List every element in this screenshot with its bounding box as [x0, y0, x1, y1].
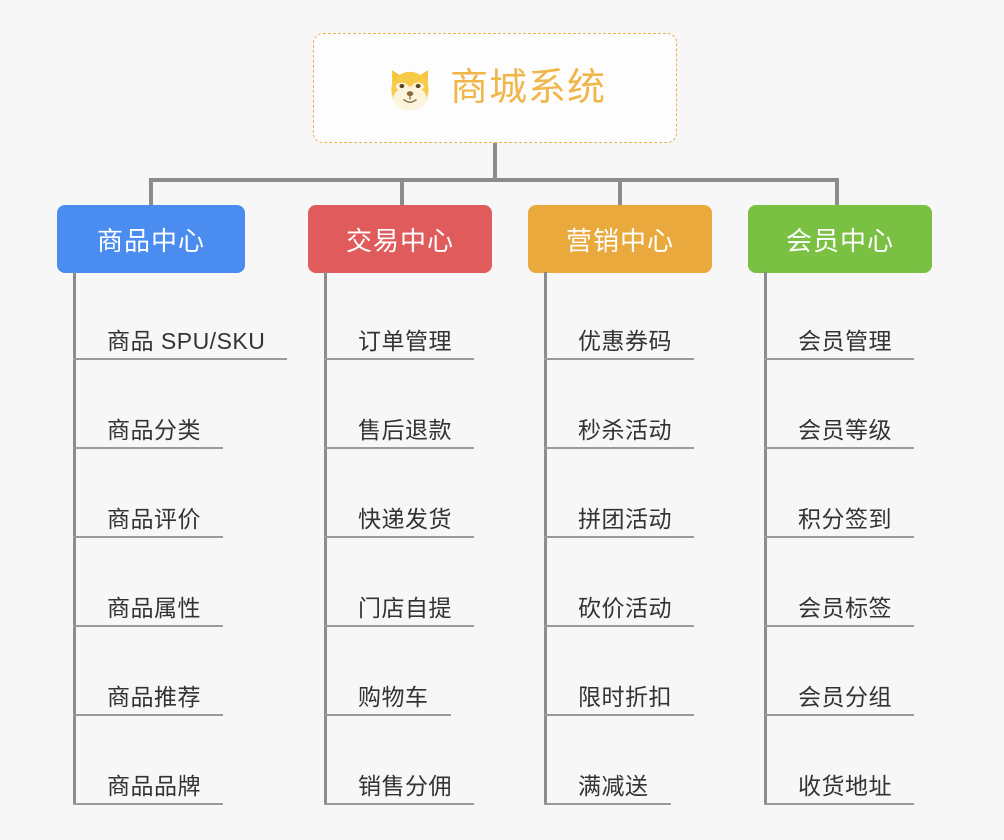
- leaf-item[interactable]: 门店自提: [324, 565, 474, 627]
- leaf-label: 订单管理: [358, 327, 452, 354]
- leaf-spine-line: [764, 272, 767, 805]
- leaf-item[interactable]: 商品推荐: [73, 654, 223, 716]
- leaf-item[interactable]: 秒杀活动: [544, 387, 694, 449]
- leaf-label: 商品 SPU/SKU: [107, 327, 266, 354]
- leaf-item[interactable]: 商品品牌: [73, 743, 223, 805]
- branch-drop-line-4: [835, 178, 839, 205]
- leaf-item[interactable]: 满减送: [544, 743, 671, 805]
- leaf-label: 限时折扣: [578, 683, 672, 710]
- leaf-label: 商品推荐: [107, 683, 201, 710]
- leaf-label: 购物车: [358, 683, 429, 710]
- leaf-spine-line: [324, 272, 327, 805]
- leaf-item[interactable]: 销售分佣: [324, 743, 474, 805]
- leaf-item[interactable]: 拼团活动: [544, 476, 694, 538]
- leaf-item[interactable]: 商品分类: [73, 387, 223, 449]
- leaf-item[interactable]: 售后退款: [324, 387, 474, 449]
- leaf-label: 会员等级: [798, 416, 892, 443]
- branch-drop-line-2: [400, 178, 404, 205]
- root-title: 商城系统: [449, 67, 606, 109]
- leaf-item[interactable]: 订单管理: [324, 298, 474, 360]
- leaf-label: 商品属性: [107, 594, 201, 621]
- leaf-item[interactable]: 会员标签: [764, 565, 914, 627]
- leaf-item[interactable]: 限时折扣: [544, 654, 694, 716]
- leaf-label: 商品品牌: [107, 772, 201, 799]
- leaf-item[interactable]: 商品 SPU/SKU: [73, 298, 288, 360]
- leaf-label: 会员管理: [798, 327, 892, 354]
- branch-label: 营销中心: [565, 225, 674, 256]
- leaf-label: 收货地址: [798, 772, 892, 799]
- leaf-label: 会员分组: [798, 683, 892, 710]
- leaf-label: 快递发货: [358, 505, 452, 532]
- dog-face-icon: [384, 62, 436, 114]
- branch-node-商品中心[interactable]: 商品中心: [57, 205, 245, 273]
- leaf-item[interactable]: 会员管理: [764, 298, 914, 360]
- leaf-item[interactable]: 砍价活动: [544, 565, 694, 627]
- leaf-label: 满减送: [578, 772, 649, 799]
- leaf-label: 门店自提: [358, 594, 452, 621]
- branch-node-交易中心[interactable]: 交易中心: [308, 205, 492, 273]
- branch-label: 会员中心: [785, 225, 894, 256]
- leaf-label: 优惠券码: [578, 327, 672, 354]
- leaf-label: 售后退款: [358, 416, 452, 443]
- leaf-item[interactable]: 收货地址: [764, 743, 914, 805]
- root-node[interactable]: 商城系统: [313, 33, 677, 143]
- branch-node-会员中心[interactable]: 会员中心: [748, 205, 932, 273]
- branch-node-营销中心[interactable]: 营销中心: [528, 205, 712, 273]
- leaf-label: 秒杀活动: [578, 416, 672, 443]
- leaf-label: 商品评价: [107, 505, 201, 532]
- leaf-spine-line: [73, 272, 76, 805]
- leaf-item[interactable]: 会员分组: [764, 654, 914, 716]
- branch-bus-line: [149, 178, 839, 182]
- leaf-item[interactable]: 会员等级: [764, 387, 914, 449]
- leaf-item[interactable]: 积分签到: [764, 476, 914, 538]
- branch-drop-line-3: [618, 178, 622, 205]
- leaf-label: 积分签到: [798, 505, 892, 532]
- leaf-item[interactable]: 商品评价: [73, 476, 223, 538]
- root-stem-line: [493, 143, 497, 180]
- leaf-item[interactable]: 优惠券码: [544, 298, 694, 360]
- branch-label: 商品中心: [96, 225, 205, 256]
- leaf-item[interactable]: 快递发货: [324, 476, 474, 538]
- leaf-item[interactable]: 商品属性: [73, 565, 223, 627]
- leaf-label: 销售分佣: [358, 772, 452, 799]
- leaf-spine-line: [544, 272, 547, 805]
- leaf-label: 会员标签: [798, 594, 892, 621]
- leaf-label: 拼团活动: [578, 505, 672, 532]
- branch-label: 交易中心: [345, 225, 454, 256]
- leaf-label: 商品分类: [107, 416, 201, 443]
- leaf-item[interactable]: 购物车: [324, 654, 451, 716]
- branch-drop-line-1: [149, 178, 153, 205]
- leaf-label: 砍价活动: [578, 594, 672, 621]
